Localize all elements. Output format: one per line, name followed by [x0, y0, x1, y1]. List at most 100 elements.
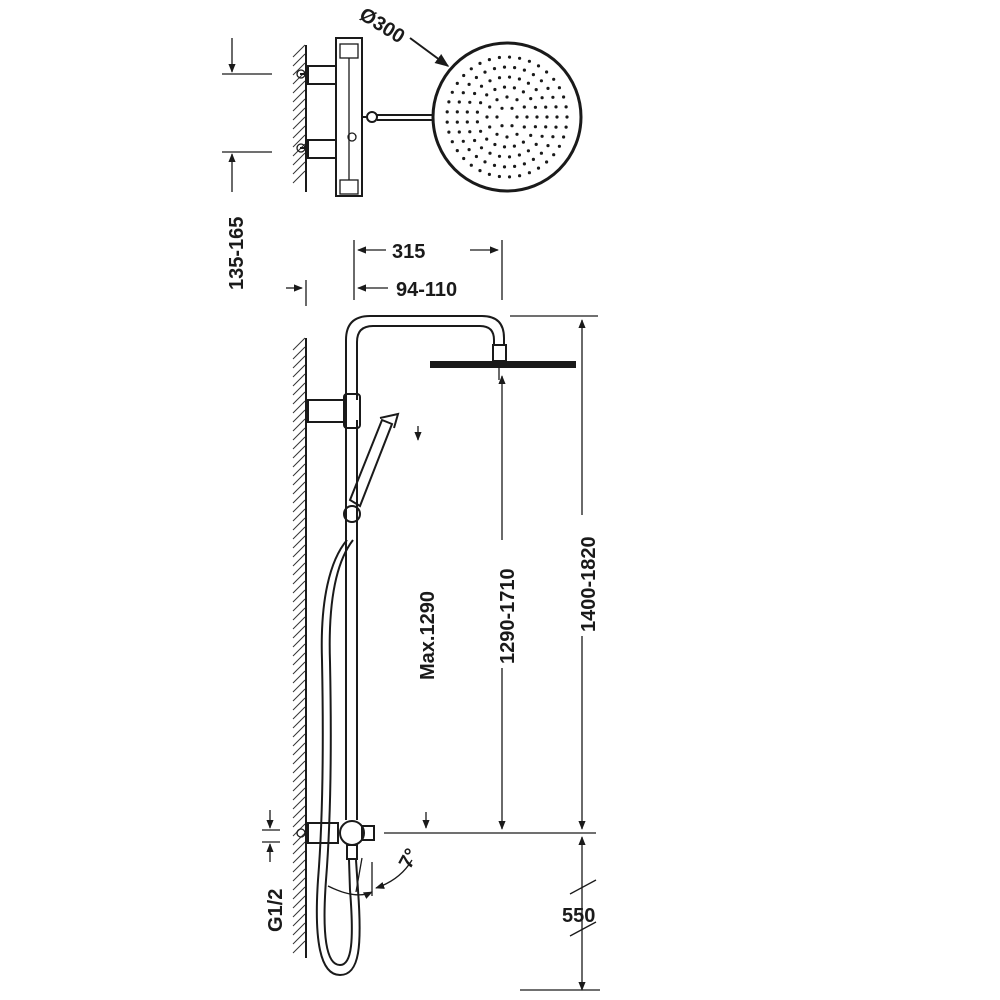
wall-hatch-line — [292, 418, 306, 432]
nozzle-dot — [478, 169, 482, 173]
nozzle-dot — [521, 140, 526, 144]
wall-hatch-line — [292, 832, 306, 846]
wall-offset-dimension: 94-110 — [286, 279, 457, 306]
wall-hatch-line — [292, 742, 306, 756]
nozzle-dot — [479, 129, 483, 133]
wall-hatch-line — [292, 517, 306, 531]
wall-hatch-line — [292, 877, 306, 891]
wall-hatch-line — [292, 805, 306, 819]
nozzle-dot — [455, 81, 459, 85]
nozzle-dot — [485, 115, 489, 119]
nozzle-dot — [533, 125, 538, 129]
nozzle-dot — [455, 110, 459, 114]
nozzle-dot — [555, 115, 559, 119]
nozzle-dot — [533, 105, 538, 109]
nozzle-dot — [473, 91, 477, 96]
nozzle-dot — [495, 115, 499, 119]
wall-hatch-line — [292, 143, 306, 157]
wall-hatch-line — [292, 346, 306, 360]
wall-hatch-line — [292, 62, 306, 76]
nozzle-dot — [475, 110, 479, 114]
nozzle-dot — [565, 115, 569, 119]
nozzle-dot — [479, 84, 484, 88]
wall-hatch-line — [292, 170, 306, 184]
nozzle-dot — [502, 85, 507, 89]
wall-hatch-line — [292, 850, 306, 864]
wall-hatch-line — [292, 382, 306, 396]
wall-hatch-line — [292, 661, 306, 675]
nozzle-dot — [502, 65, 507, 69]
nozzle-dot — [510, 124, 514, 128]
nozzle-dot — [497, 154, 502, 158]
wall-hatch-line — [292, 796, 306, 810]
wall-hatch-line — [292, 904, 306, 918]
wall-hatch-line — [292, 161, 306, 175]
connection-label: G1/2 — [265, 889, 287, 932]
wall-hatch-line — [292, 107, 306, 121]
nozzle-dot — [562, 135, 566, 139]
connection-dimension: G1/2 — [262, 810, 287, 932]
nozzle-dot — [465, 110, 469, 114]
nozzle-dot — [445, 110, 449, 114]
wall-hatch-line — [292, 571, 306, 585]
rain-shower-head-side — [430, 344, 576, 380]
nozzle-dot — [545, 70, 549, 74]
nozzle-dot — [525, 115, 529, 119]
nozzle-dot — [488, 79, 492, 83]
nozzle-dot — [495, 132, 499, 136]
nozzle-dot — [534, 142, 538, 146]
nozzle-dot — [527, 171, 532, 175]
nozzle-dot — [526, 81, 531, 85]
wall-hatch-line — [292, 409, 306, 423]
wall-hatch-line — [292, 589, 306, 603]
wall-hatch-line — [292, 787, 306, 801]
nozzle-dot — [505, 95, 509, 99]
wall-hatch-line — [292, 553, 306, 567]
wall-hatch-line — [292, 562, 306, 576]
nozzle-dot — [518, 174, 522, 178]
nozzle-dot — [493, 87, 497, 92]
wall-hatch-line — [292, 436, 306, 450]
nozzle-dot — [483, 70, 487, 74]
nozzle-dot — [545, 115, 549, 119]
wall-hatch-line — [292, 580, 306, 594]
nozzle-dot — [475, 120, 479, 124]
wall-hatch-line — [292, 391, 306, 405]
spout-angle-label: 7° — [395, 845, 423, 872]
wall-hatch-line — [292, 652, 306, 666]
nozzle-dot — [557, 144, 562, 148]
nozzle-dot — [507, 175, 512, 179]
overall-height-dimension: 1400-1820 — [510, 315, 600, 830]
nozzle-dot — [539, 79, 544, 83]
wall-hatch-line — [292, 616, 306, 630]
nozzle-dot — [551, 135, 555, 139]
wall-hatch-line — [292, 535, 306, 549]
nozzle-dot — [485, 93, 489, 97]
thermostatic-valve-top — [296, 37, 432, 197]
wall-hatch-line — [292, 481, 306, 495]
nozzle-dot — [483, 160, 487, 164]
side-view-wall — [292, 337, 307, 958]
arm-length-dimension: 315 — [353, 240, 503, 300]
nozzle-dot — [517, 77, 522, 81]
nozzle-dot — [465, 120, 469, 124]
wall-hatch-line — [292, 895, 306, 909]
nozzle-dot — [488, 151, 492, 155]
wall-hatch-line — [292, 841, 306, 855]
nozzle-dot — [479, 146, 484, 150]
wall-hatch-line — [292, 715, 306, 729]
wall-hatch-line — [292, 427, 306, 441]
shower-riser — [307, 315, 505, 820]
nozzle-dot — [462, 156, 466, 161]
nozzle-dot — [521, 90, 526, 94]
nozzle-dot — [492, 163, 497, 167]
nozzle-dot — [546, 86, 550, 90]
nozzle-dot — [512, 86, 517, 90]
valve-height-dimension: 550 — [520, 836, 600, 991]
wall-offset-label: 94-110 — [396, 279, 457, 301]
nozzle-dot — [540, 96, 544, 100]
wall-hatch-line — [292, 751, 306, 765]
wall-hatch-line — [292, 526, 306, 540]
wall-hatch-line — [292, 706, 306, 720]
